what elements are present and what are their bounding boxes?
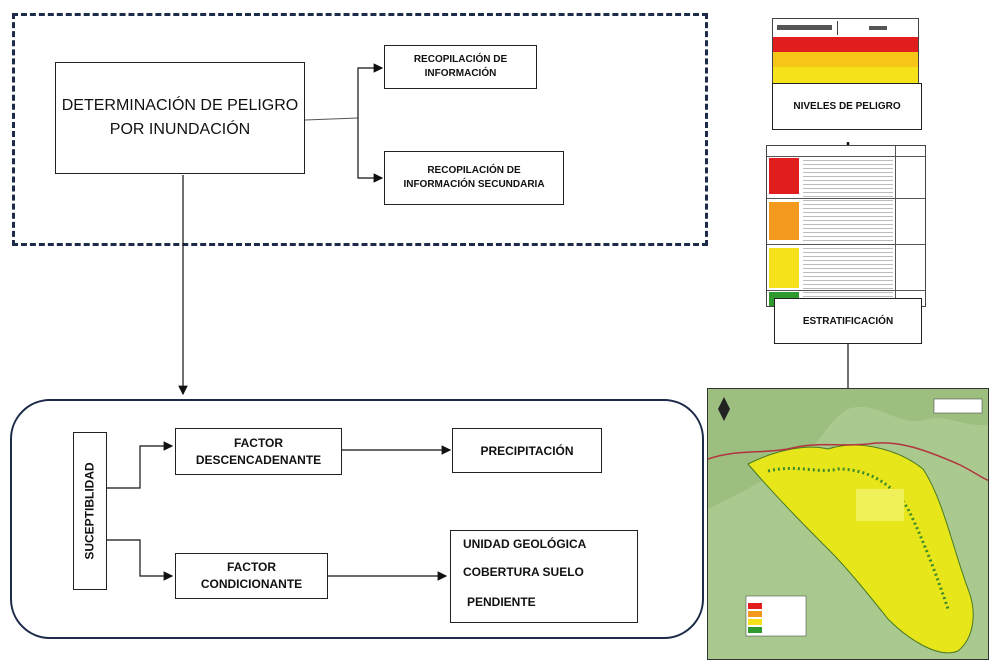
conditioning-factor-line1: FACTOR (226, 560, 277, 574)
secondary-info-line1: RECOPILACIÓN DE (427, 165, 521, 176)
susceptibility-label: SUCEPTIBLIDAD (83, 462, 97, 560)
stratification-label: ESTRATIFICACIÓN (802, 315, 894, 327)
hazard-levels-label: NIVELES DE PELIGRO (793, 101, 901, 112)
precipitation-box: PRECIPITACIÓN (452, 428, 602, 473)
stratification-table-thumbnail (766, 145, 926, 307)
trigger-factor-line1: FACTOR (233, 435, 284, 450)
secondary-info-line2: INFORMACIÓN SECUNDARIA (403, 179, 545, 190)
main-title-line1: DETERMINACIÓN DE PELIGRO (61, 97, 299, 114)
conditioning-factor-box: FACTOR CONDICIONANTE (175, 553, 328, 599)
hazard-map-graphic (708, 389, 988, 659)
susceptibility-box: SUCEPTIBLIDAD (73, 432, 107, 590)
susceptibility-frame (10, 399, 704, 639)
info-gathering-frame (12, 13, 708, 246)
trigger-factor-line2: DESCENCADENANTE (195, 452, 322, 467)
precipitation-label: PRECIPITACIÓN (480, 443, 574, 458)
secondary-info-box: RECOPILACIÓN DE INFORMACIÓN SECUNDARIA (384, 151, 564, 205)
stratification-box: ESTRATIFICACIÓN (774, 298, 922, 344)
main-title-line2: POR INUNDACIÓN (109, 121, 251, 138)
main-title-box: DETERMINACIÓN DE PELIGRO POR INUNDACIÓN (55, 62, 305, 174)
conditioning-factor-line2: CONDICIONANTE (200, 577, 303, 591)
hazard-levels-box: NIVELES DE PELIGRO (772, 83, 922, 130)
primary-info-line2: INFORMACIÓN (424, 68, 497, 79)
condition-slope: PENDIENTE (467, 595, 536, 609)
hazard-levels-table-thumbnail (772, 18, 919, 84)
primary-info-line1: RECOPILACIÓN DE (413, 54, 508, 65)
condition-land-cover: COBERTURA SUELO (463, 565, 584, 579)
conditions-box: UNIDAD GEOLÓGICA COBERTURA SUELO PENDIEN… (450, 530, 638, 623)
hazard-map-thumbnail (707, 388, 989, 660)
trigger-factor-box: FACTOR DESCENCADENANTE (175, 428, 342, 475)
condition-geology: UNIDAD GEOLÓGICA (463, 537, 587, 551)
primary-info-box: RECOPILACIÓN DE INFORMACIÓN (384, 45, 537, 89)
